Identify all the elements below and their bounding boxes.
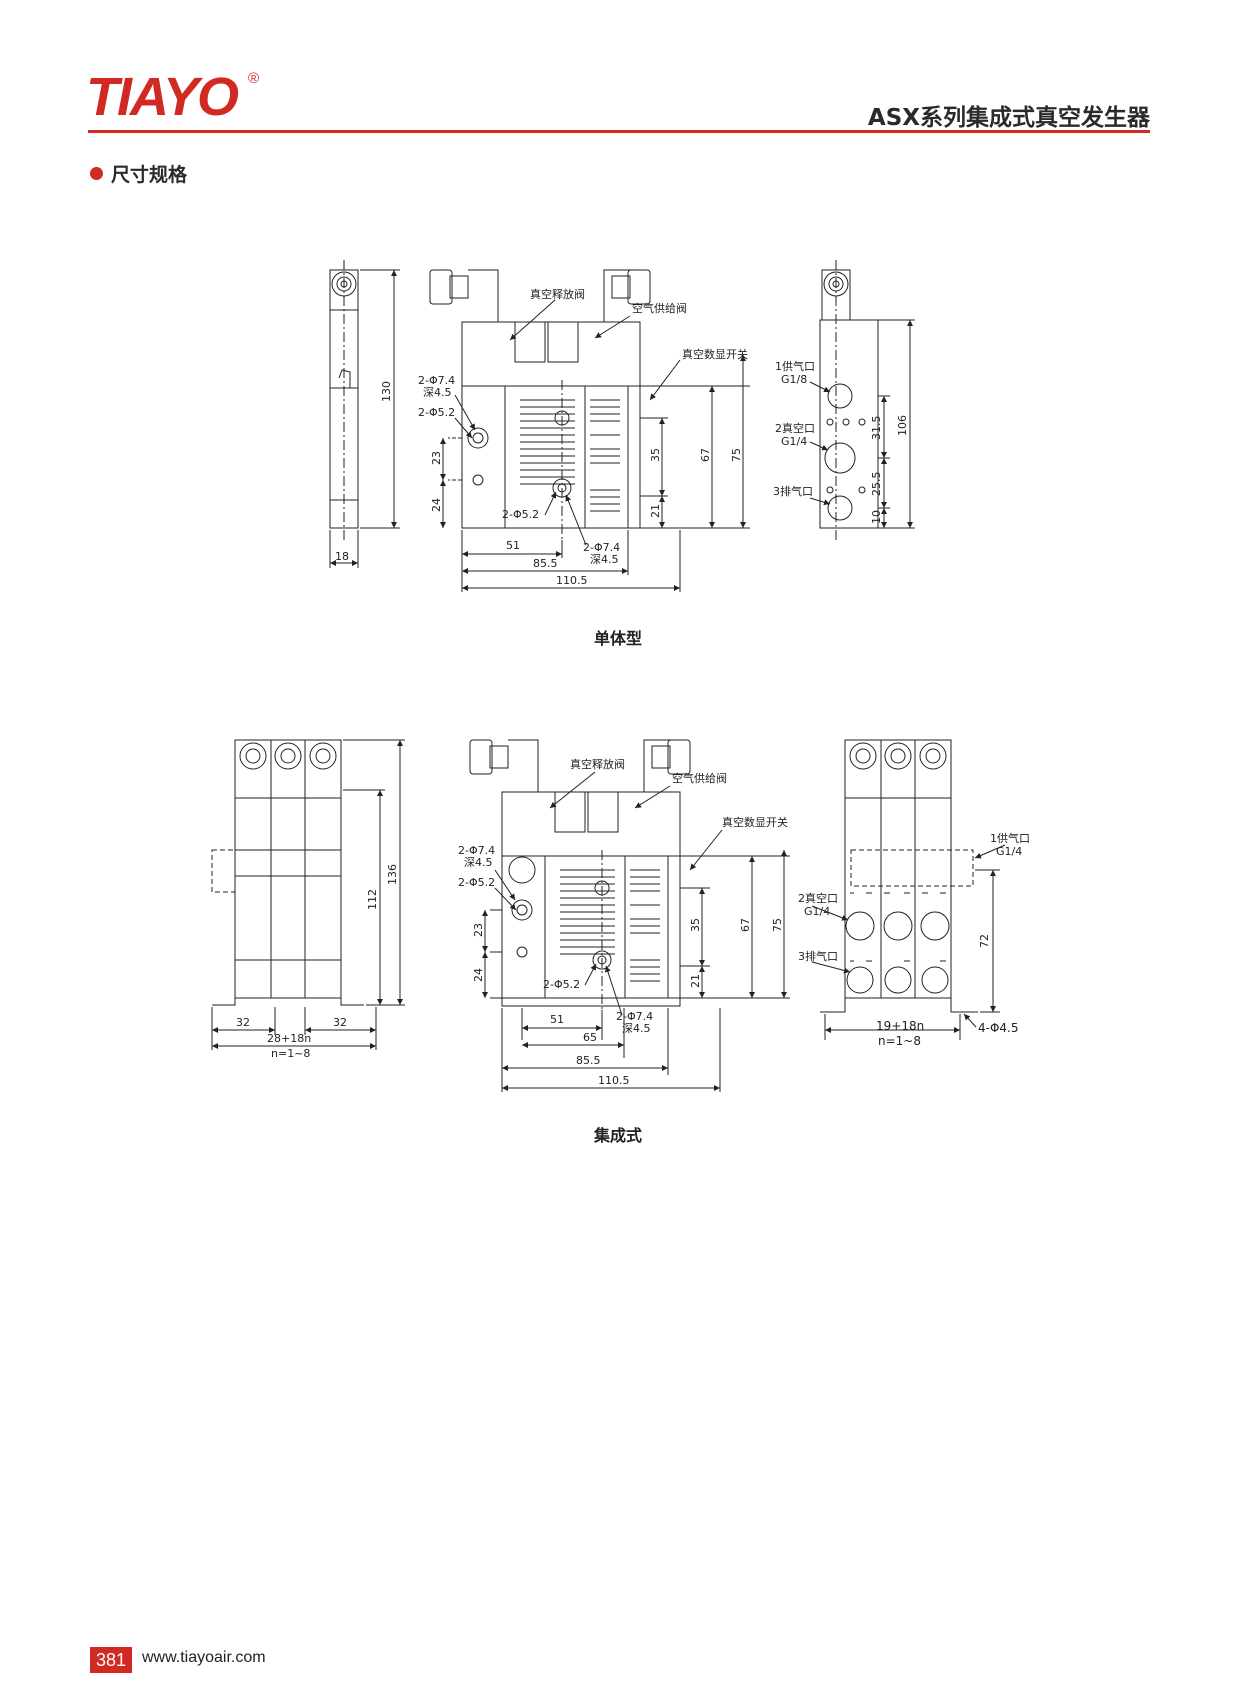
dim-106: 106 bbox=[896, 415, 909, 436]
dim-31-5: 31.5 bbox=[870, 416, 883, 441]
manifold-label-hole-c: 2-Φ5.2 bbox=[543, 978, 580, 991]
manifold-dim-72: 72 bbox=[978, 934, 991, 948]
website-link[interactable]: www.tiayoair.com bbox=[142, 1649, 266, 1666]
label-hole-b: 2-Φ5.2 bbox=[418, 406, 455, 419]
manifold-dim-75: 75 bbox=[771, 918, 784, 932]
caption-single: 单体型 bbox=[594, 629, 643, 648]
dim-32-right: 32 bbox=[333, 1016, 347, 1029]
manifold-label-port2-thread: G1/4 bbox=[804, 905, 830, 918]
label-hole-d: 2-Φ7.4 bbox=[583, 541, 620, 554]
manifold-dim-21: 21 bbox=[689, 974, 702, 988]
bullet-icon bbox=[90, 167, 103, 180]
section-title: 尺寸规格 bbox=[111, 164, 188, 186]
dim-75: 75 bbox=[730, 448, 743, 462]
single-side-view bbox=[329, 260, 400, 568]
manifold-label-hole-a-depth: 深4.5 bbox=[464, 856, 493, 869]
n-range-right: n=1~8 bbox=[878, 1034, 921, 1048]
manifold-dim-65: 65 bbox=[583, 1031, 597, 1044]
registered-mark: ® bbox=[248, 70, 260, 87]
manifold-label-port1-thread: G1/4 bbox=[996, 845, 1022, 858]
manifold-dim-23: 23 bbox=[472, 923, 485, 937]
label-switch: 真空数显开关 bbox=[682, 347, 748, 361]
manifold-label-hole-d: 2-Φ7.4 bbox=[616, 1010, 653, 1023]
manifold-label-hole-a: 2-Φ7.4 bbox=[458, 844, 495, 857]
dim-35: 35 bbox=[649, 448, 662, 462]
dim-23: 23 bbox=[430, 451, 443, 465]
page-title: ASX系列集成式真空发生器 bbox=[867, 105, 1150, 131]
dim-85-5: 85.5 bbox=[533, 557, 558, 570]
label-hole-d-depth: 深4.5 bbox=[590, 553, 619, 566]
label-hole-a-depth: 深4.5 bbox=[423, 386, 452, 399]
label-supply-valve: 空气供给阀 bbox=[632, 301, 687, 315]
label-port2-thread: G1/4 bbox=[781, 435, 807, 448]
dim-28-18n: 28+18n bbox=[267, 1032, 311, 1045]
label-release-valve: 真空释放阀 bbox=[530, 287, 585, 301]
dim-32-left: 32 bbox=[236, 1016, 250, 1029]
manifold-vent-slots bbox=[560, 869, 660, 982]
dim-136: 136 bbox=[386, 864, 399, 885]
section-heading: 尺寸规格 bbox=[90, 160, 187, 187]
manifold-dim-19-18n: 19+18n bbox=[876, 1019, 924, 1033]
manifold-dim-110-5: 110.5 bbox=[598, 1074, 630, 1087]
manifold-right-view bbox=[811, 739, 1006, 1040]
dim-18: 18 bbox=[335, 550, 349, 563]
manifold-front-view bbox=[469, 739, 790, 1092]
dim-21: 21 bbox=[649, 504, 662, 518]
label-port2: 2真空口 bbox=[775, 421, 815, 435]
manifold-label-port1: 1供气口 bbox=[990, 831, 1030, 845]
manifold-dim-51: 51 bbox=[550, 1013, 564, 1026]
manifold-label-release-valve: 真空释放阀 bbox=[570, 757, 625, 771]
label-hole-c: 2-Φ5.2 bbox=[502, 508, 539, 521]
manifold-label-port2: 2真空口 bbox=[798, 891, 838, 905]
manifold-label-mount-holes: 4-Φ4.5 bbox=[978, 1021, 1019, 1035]
dim-24: 24 bbox=[430, 498, 443, 512]
manifold-dim-35: 35 bbox=[689, 918, 702, 932]
single-front-view bbox=[429, 269, 750, 592]
manifold-label-port3: 3排气口 bbox=[798, 949, 838, 963]
caption-manifold: 集成式 bbox=[594, 1126, 643, 1145]
dim-51: 51 bbox=[506, 539, 520, 552]
manifold-dim-67: 67 bbox=[739, 918, 752, 932]
header-rule bbox=[88, 130, 1150, 133]
dim-130: 130 bbox=[380, 381, 393, 402]
dim-25-5: 25.5 bbox=[870, 472, 883, 497]
single-vent-slots bbox=[520, 399, 620, 512]
page-number: 381 bbox=[90, 1647, 132, 1673]
dim-67: 67 bbox=[699, 448, 712, 462]
label-port1-thread: G1/8 bbox=[781, 373, 807, 386]
single-right-view bbox=[809, 260, 915, 540]
dim-10: 10 bbox=[870, 510, 883, 524]
label-hole-a: 2-Φ7.4 bbox=[418, 374, 455, 387]
manifold-label-supply-valve: 空气供给阀 bbox=[672, 771, 727, 785]
label-port3: 3排气口 bbox=[773, 484, 813, 498]
manifold-label-hole-d-depth: 深4.5 bbox=[622, 1022, 651, 1035]
manifold-label-hole-b: 2-Φ5.2 bbox=[458, 876, 495, 889]
dim-112: 112 bbox=[366, 889, 379, 910]
dim-110-5: 110.5 bbox=[556, 574, 588, 587]
label-port1: 1供气口 bbox=[775, 359, 815, 373]
n-range-left: n=1~8 bbox=[271, 1047, 310, 1060]
manifold-side-view bbox=[211, 739, 405, 1050]
manifold-dim-24: 24 bbox=[472, 968, 485, 982]
brand-logo: TIAYO bbox=[86, 67, 239, 127]
manifold-label-switch: 真空数显开关 bbox=[722, 815, 788, 829]
manifold-dim-85-5: 85.5 bbox=[576, 1054, 601, 1067]
